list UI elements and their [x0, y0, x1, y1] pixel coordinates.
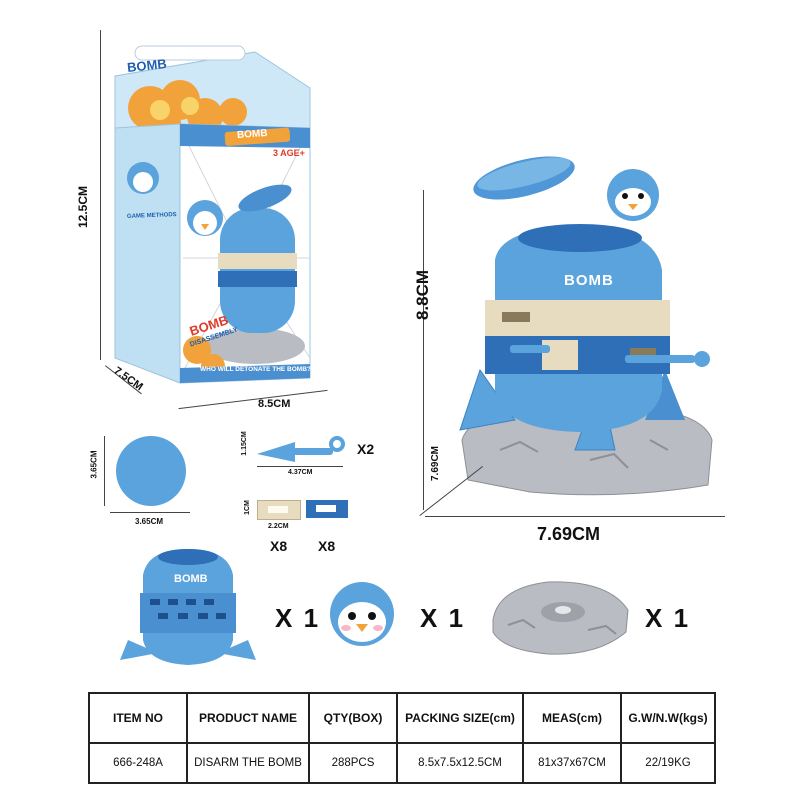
- penguin-part: [326, 578, 398, 648]
- cell-qty: 288PCS: [308, 742, 398, 784]
- penguin-illustration: [330, 582, 394, 646]
- barrel-qty: X 1: [275, 603, 321, 633]
- header-product-name: PRODUCT NAME: [186, 692, 310, 744]
- cell-meas: 81x37x67CM: [522, 742, 622, 784]
- toy-height-label: 8.8CM: [413, 269, 433, 321]
- rock-base-part: [488, 570, 633, 660]
- toy-label: BOMB: [564, 272, 614, 289]
- assembled-toy-illustration: [459, 156, 713, 496]
- ball-width-label: 3.65CM: [135, 517, 164, 526]
- block-height-label: 1CM: [243, 500, 251, 515]
- barrel-part: BOMB: [118, 545, 258, 670]
- sword-width-label: 4.37CM: [288, 469, 313, 476]
- rock-base-qty: X 1: [645, 603, 691, 633]
- table-header-row: ITEM NO PRODUCT NAME QTY(BOX) PACKING SI…: [88, 692, 716, 744]
- ball-height-line: [104, 436, 105, 506]
- header-meas: MEAS(cm): [522, 692, 622, 744]
- header-packing-size: PACKING SIZE(cm): [396, 692, 524, 744]
- box-height-line: [100, 30, 101, 360]
- product-box: BOMB BOMB 3 AGE+ GAME METHODS BOMB DISAS…: [105, 28, 320, 408]
- cell-item-no: 666-248A: [88, 742, 188, 784]
- box-illustration: [114, 45, 311, 384]
- toy-width-label: 7.69CM: [537, 524, 601, 544]
- barrel-label: BOMB: [174, 573, 208, 585]
- spec-table: ITEM NO PRODUCT NAME QTY(BOX) PACKING SI…: [88, 692, 716, 784]
- penguin-qty: X 1: [420, 603, 466, 633]
- rock-base-illustration: [492, 581, 629, 655]
- header-item-no: ITEM NO: [88, 692, 188, 744]
- blue-block-part: [306, 500, 348, 518]
- sword-height-label: 1.15CM: [240, 431, 248, 456]
- sword-width-line: [257, 466, 343, 467]
- box-age-badge: 3 AGE+: [273, 148, 305, 158]
- cell-product-name: DISARM THE BOMB: [186, 742, 310, 784]
- ball-part: [116, 436, 186, 506]
- barrel-illustration: [120, 549, 256, 665]
- box-height-label: 12.5CM: [76, 185, 91, 229]
- toy-height-line: [423, 190, 424, 510]
- toy-width-line: [425, 516, 725, 517]
- block-width-label: 2.2CM: [268, 523, 289, 530]
- cell-weight: 22/19KG: [620, 742, 716, 784]
- ball-height-label: 3.65CM: [89, 450, 99, 479]
- header-qty: QTY(BOX): [308, 692, 398, 744]
- box-tagline: WHO WILL DETONATE THE BOMB?: [200, 366, 311, 373]
- sword-part: [255, 434, 345, 464]
- header-weight: G.W/N.W(kgs): [620, 692, 716, 744]
- cell-packing-size: 8.5x7.5x12.5CM: [396, 742, 524, 784]
- cream-block-part: [257, 500, 301, 520]
- blue-block-qty: X8: [318, 538, 336, 554]
- sword-illustration: [257, 436, 345, 462]
- sword-qty: X2: [357, 441, 375, 457]
- cream-block-qty: X8: [270, 538, 288, 554]
- toy-depth-label: 7.69CM: [430, 445, 442, 482]
- ball-width-line: [110, 512, 190, 513]
- assembled-toy: BOMB: [440, 140, 740, 510]
- box-brand-front: BOMB: [236, 127, 268, 142]
- box-width-label: 8.5CM: [258, 398, 291, 410]
- table-row: 666-248A DISARM THE BOMB 288PCS 8.5x7.5x…: [88, 742, 716, 784]
